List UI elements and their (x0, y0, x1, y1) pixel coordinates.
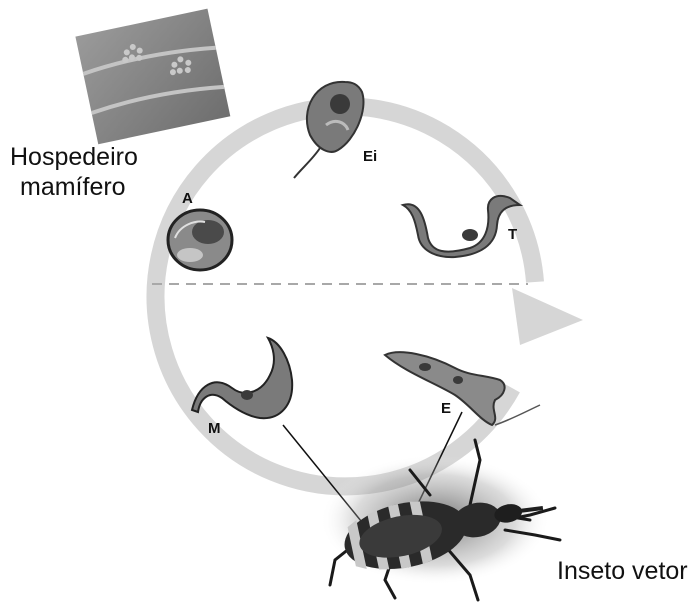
stage-label-m: M (208, 420, 221, 437)
metacyclic-organism (192, 338, 292, 418)
epimastigote-organism (385, 352, 540, 425)
stage-label-e: E (441, 400, 451, 417)
vector-insect-image (320, 440, 560, 600)
stage-label-t: T (508, 226, 517, 243)
amastigote-organism (168, 210, 232, 270)
host-tissue-image (75, 9, 230, 145)
trypomastigote-organism (403, 196, 520, 257)
epimastigote-intracellular-organism (294, 82, 363, 178)
stage-label-a: A (182, 190, 193, 207)
host-label-line2: mamífero (20, 172, 126, 202)
vector-label: Inseto vetor (557, 556, 688, 586)
host-label-line1: Hospedeiro (10, 142, 138, 172)
stage-label-ei: Ei (363, 148, 377, 165)
